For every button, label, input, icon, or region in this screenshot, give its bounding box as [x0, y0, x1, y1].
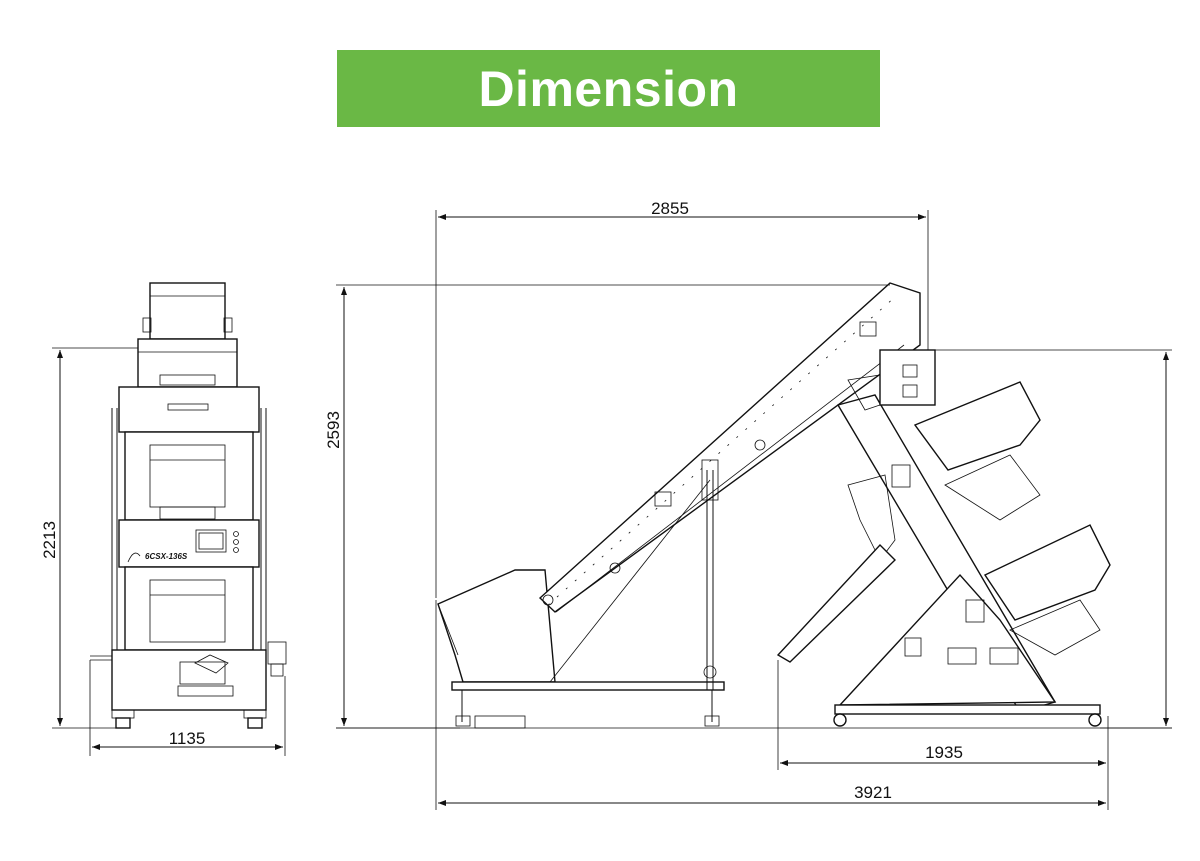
overall-height-label: 2593 [324, 411, 343, 449]
title-banner: Dimension [337, 50, 880, 127]
sorter-length-dimension: 1935 [777, 660, 1109, 810]
model-label: 6CSX-136S [145, 552, 188, 561]
overall-length-dimension: 3921 [435, 600, 1106, 810]
sorter-length-label: 1935 [925, 743, 963, 762]
conveyor-span-label: 2855 [651, 199, 689, 218]
overall-height-dimension: 2593 [324, 284, 890, 729]
front-height-dimension: 2213 [40, 347, 138, 729]
side-view-machine [437, 282, 1111, 729]
front-height-label: 2213 [40, 521, 59, 559]
front-view-machine: 6CSX-136S [90, 282, 287, 729]
overall-length-label: 3921 [854, 783, 892, 802]
front-width-dimension: 1135 [89, 660, 286, 756]
page-title: Dimension [478, 60, 739, 117]
front-width-label: 1135 [169, 729, 206, 748]
conveyor-span-dimension: 2855 [435, 199, 929, 598]
